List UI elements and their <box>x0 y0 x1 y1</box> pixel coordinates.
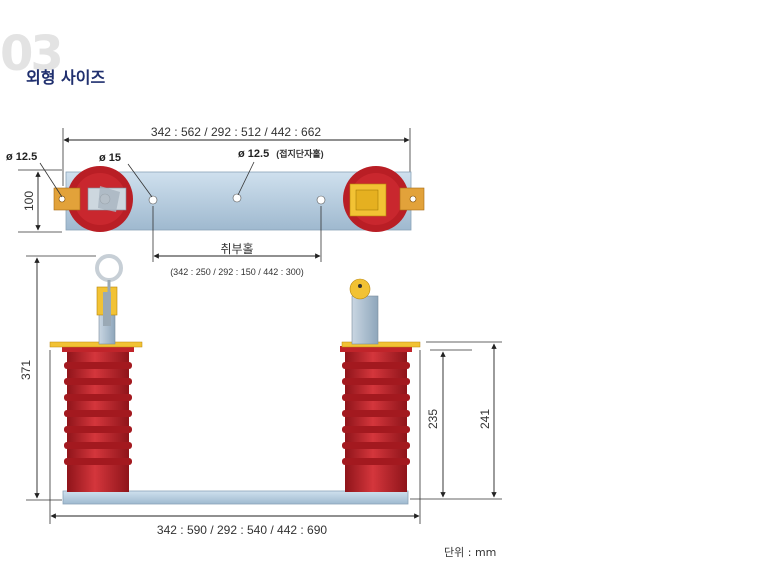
hole-left-label: ø 12.5 <box>6 151 37 163</box>
mount-hole-spacing: (342 : 250 / 292 : 150 / 442 : 300) <box>170 267 304 277</box>
right-contact-cap <box>349 278 371 300</box>
mount-hole-label: 취부홀 <box>220 242 253 256</box>
front-base-plate <box>62 490 409 505</box>
front-view: 371 235 241 342 : 590 / 292 : 540 / 442 … <box>19 254 502 537</box>
right-contact-bracket <box>351 295 379 345</box>
section-number: 03 <box>0 26 64 82</box>
operating-ring <box>95 254 123 282</box>
top-length-label: 342 : 562 / 292 : 512 / 442 : 662 <box>151 125 321 139</box>
unit-label: 단위 : mm <box>444 546 497 559</box>
ground-hole-label: ø 12.5 (접지단자홀) <box>238 148 324 160</box>
section-title: 외형 사이즈 <box>26 68 106 87</box>
mount-hole-left <box>148 195 158 205</box>
top-left-terminal <box>53 187 81 211</box>
ground-hole <box>232 193 242 203</box>
height-235-label: 235 <box>426 409 440 429</box>
height-241-label: 241 <box>478 409 492 429</box>
right-insulator <box>340 346 412 492</box>
left-insulator <box>62 346 134 492</box>
hole-15-label: ø 15 <box>99 152 121 164</box>
height-371-label: 371 <box>19 360 33 380</box>
height-100-label: 100 <box>22 191 36 211</box>
left-top-terminal <box>49 341 143 348</box>
top-view: 342 : 562 / 292 : 512 / 442 : 662 ø 12.5… <box>6 125 425 277</box>
mount-hole-right <box>316 195 326 205</box>
bottom-length-label: 342 : 590 / 292 : 540 / 442 : 690 <box>157 523 327 537</box>
right-top-terminal <box>341 341 421 348</box>
